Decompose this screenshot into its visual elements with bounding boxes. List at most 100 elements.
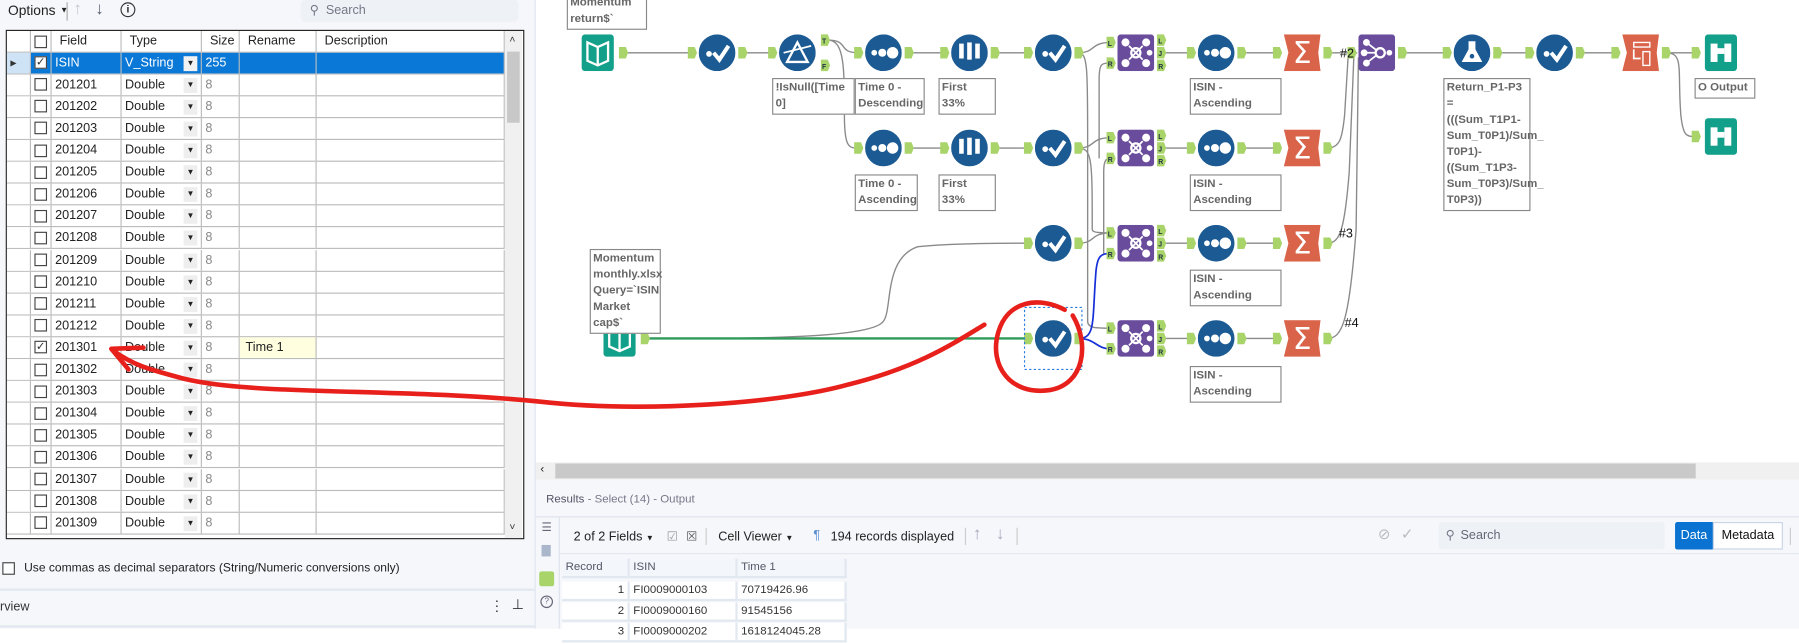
rename-input[interactable] [240,205,317,227]
type-dropdown[interactable]: Double▼ [122,424,202,446]
rename-input[interactable] [240,227,317,249]
sort-tool-isin-icon[interactable] [1197,224,1235,262]
include-cell[interactable] [31,512,52,534]
output-anchor[interactable] [904,47,914,59]
select-tool-selected-icon[interactable] [1035,320,1072,357]
move-up-icon[interactable]: ↑ [73,0,83,19]
summarize-tool-icon[interactable] [1283,224,1321,262]
rename-input[interactable] [240,249,317,271]
summarize-tool-icon[interactable] [1283,129,1321,167]
right-input-anchor[interactable] [1106,152,1116,165]
output-anchor[interactable] [1237,47,1247,59]
right-input-anchor[interactable] [1106,57,1116,69]
row-header[interactable] [6,139,31,161]
left-output-anchor[interactable] [1157,129,1167,142]
connection-wire[interactable] [1078,136,1111,149]
description-input[interactable] [317,293,505,315]
description-input[interactable] [317,359,505,380]
row-header[interactable] [6,381,31,402]
type-dropdown[interactable]: Double▼ [122,227,202,249]
include-cell[interactable] [31,139,52,161]
chevron-down-icon[interactable]: ▼ [183,274,198,290]
type-dropdown[interactable]: Double▼ [122,490,202,512]
type-dropdown[interactable]: Double▼ [122,381,202,402]
output-anchor[interactable] [1237,237,1247,249]
input-anchor[interactable] [1442,47,1452,59]
size-cell[interactable]: 8 [202,424,240,446]
output-anchor[interactable] [990,47,1000,59]
include-checkbox[interactable] [34,319,48,332]
input-anchor[interactable] [1186,332,1197,345]
input-anchor[interactable] [1347,47,1357,59]
description-input[interactable] [317,74,505,95]
include-cell[interactable]: ✓ [31,337,52,358]
scroll-left-icon[interactable]: ‹ [540,463,545,477]
connection-wire[interactable] [1078,252,1111,340]
rename-input[interactable] [240,139,317,161]
chevron-down-icon[interactable]: ▼ [183,187,198,203]
column-header-field[interactable]: Field [52,30,122,52]
type-dropdown[interactable]: Double▼ [122,271,202,293]
input-anchor[interactable] [1611,47,1621,59]
output-anchor[interactable] [640,332,650,345]
row-header[interactable]: ▶ [6,52,31,74]
connection-wire[interactable] [1327,57,1349,149]
description-input[interactable] [317,424,505,446]
size-cell[interactable]: 255 [201,52,240,74]
browse-tool-output-icon[interactable] [1704,34,1738,72]
description-input[interactable] [317,227,505,249]
description-input[interactable] [317,512,505,534]
size-cell[interactable]: 8 [202,512,240,534]
right-input-anchor[interactable] [1106,247,1116,260]
column-header-type[interactable]: Type [122,30,202,52]
size-cell[interactable]: 8 [202,249,240,271]
chevron-down-icon[interactable]: ▼ [183,209,198,225]
size-cell[interactable]: 8 [202,490,240,512]
sort-tool-isin-icon[interactable] [1197,320,1235,357]
type-dropdown[interactable]: V_String▼ [121,52,202,74]
include-cell[interactable] [31,424,52,446]
include-checkbox[interactable] [34,450,48,464]
include-checkbox[interactable] [34,406,48,420]
include-checkbox[interactable] [34,100,48,113]
chevron-down-icon[interactable]: ▼ [183,296,198,312]
formula-tool-icon[interactable] [1453,34,1491,72]
tab-data[interactable]: Data [1675,522,1713,550]
chevron-down-icon[interactable]: ▼ [183,428,198,444]
row-header[interactable] [6,227,31,249]
join-output-anchor[interactable] [1157,332,1167,345]
size-cell[interactable]: 8 [202,381,240,402]
chevron-down-icon[interactable]: ▼ [183,252,198,268]
column-header-size[interactable]: Size [202,30,240,52]
input-anchor[interactable] [854,142,864,154]
row-header[interactable] [6,161,31,183]
row-header[interactable] [6,446,31,468]
size-cell[interactable]: 8 [202,161,240,183]
rename-input[interactable] [240,402,317,424]
rename-input[interactable] [240,74,317,95]
join-tool-1-icon[interactable] [1117,34,1155,72]
use-commas-option[interactable]: Use commas as decimal separators (String… [2,561,400,575]
input-anchor[interactable] [1525,47,1535,59]
type-dropdown[interactable]: Double▼ [122,402,202,424]
rename-input[interactable] [240,424,317,446]
row-header[interactable] [6,205,31,227]
grid-vertical-scrollbar[interactable]: ˄ ˅ [504,30,523,539]
include-checkbox[interactable] [34,165,48,179]
connection-wire[interactable] [1078,52,1111,329]
description-input[interactable] [316,52,505,74]
include-cell[interactable] [31,490,52,512]
description-input[interactable] [317,490,505,512]
scrollbar-thumb[interactable] [555,463,1696,479]
include-cell[interactable] [31,205,52,227]
include-cell[interactable]: ✓ [30,52,52,74]
rename-input[interactable] [240,161,317,183]
include-checkbox[interactable] [34,494,48,508]
